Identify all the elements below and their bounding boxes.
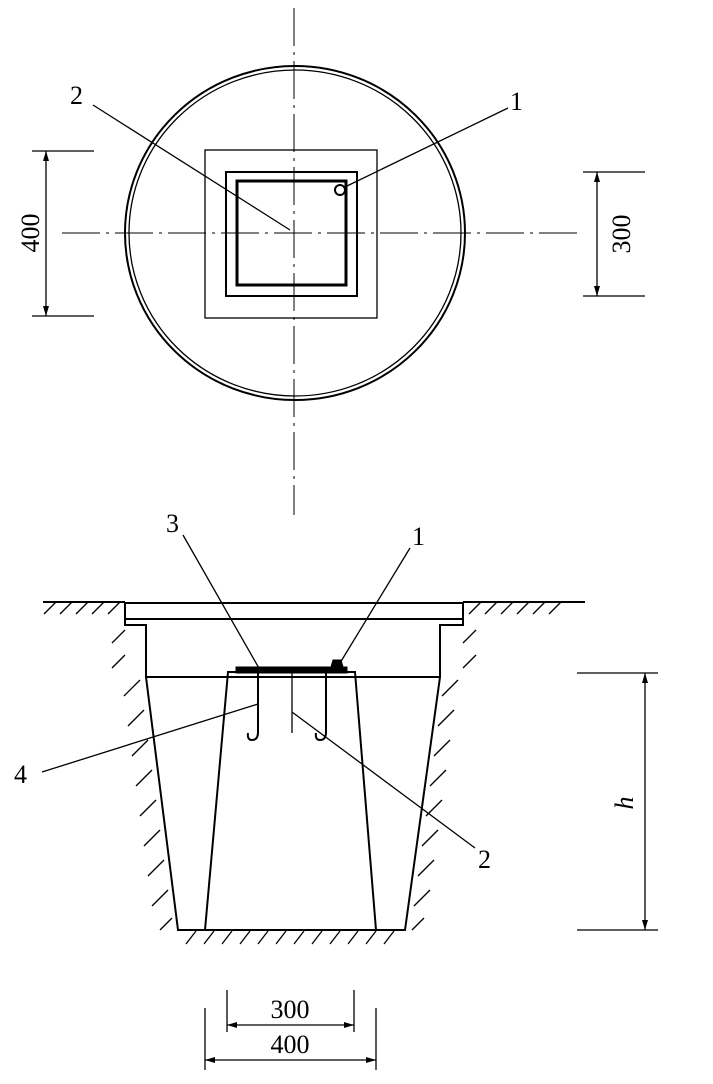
outer-circle <box>124 65 466 401</box>
plan-view: 1 2 400 300 <box>16 8 645 515</box>
cover-slab <box>124 602 464 620</box>
section-leader-1 <box>339 547 411 664</box>
dim-left-label: 400 <box>16 214 45 253</box>
section-leader-2 <box>291 711 476 849</box>
anchor-bolt-marker <box>334 184 346 196</box>
pit-hatch-right <box>411 629 477 931</box>
section-view: 3 1 4 2 h 300 400 <box>14 509 658 1070</box>
pit-outline <box>124 619 464 931</box>
plate-inner-square <box>235 179 348 287</box>
section-callout-3: 3 <box>166 509 179 538</box>
dim-h-label: h <box>610 797 639 810</box>
outer-circle-inner-line <box>128 69 462 397</box>
steel-plate <box>235 666 348 674</box>
plan-leader-2 <box>92 104 291 231</box>
section-callout-2: 2 <box>478 845 491 874</box>
pit-hatch-bottom <box>185 930 395 945</box>
pedestal <box>203 671 378 931</box>
dim-400-label: 400 <box>271 1030 310 1059</box>
dim-right-label: 300 <box>607 215 636 254</box>
ground-hatch-top <box>43 601 562 615</box>
plan-callout-2: 2 <box>70 81 83 110</box>
section-callout-1: 1 <box>412 522 425 551</box>
plan-leader-1 <box>346 107 509 187</box>
dim-300-label: 300 <box>271 995 310 1024</box>
section-leader-4 <box>41 703 259 773</box>
anchor-hook-right <box>314 673 327 742</box>
section-leader-3 <box>182 534 261 671</box>
plate-outer-square <box>225 171 358 297</box>
anchor-hook-left <box>246 673 259 742</box>
section-callout-4: 4 <box>14 760 27 789</box>
base-square-400 <box>204 149 378 319</box>
pit-hatch-left <box>111 629 173 931</box>
plan-callout-1: 1 <box>510 87 523 116</box>
